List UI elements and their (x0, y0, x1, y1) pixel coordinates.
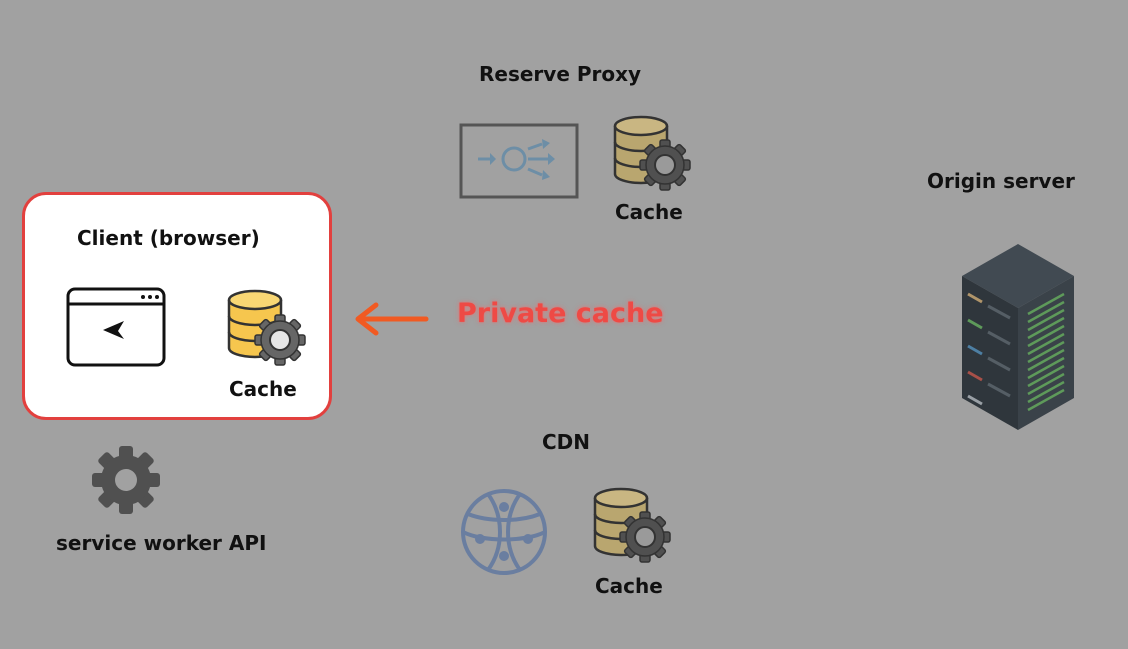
client-title: Client (browser) (77, 226, 260, 250)
reverse-proxy-title: Reserve Proxy (479, 62, 642, 86)
cdn-cache-label: Cache (595, 574, 663, 598)
private-cache-label: Private cache (457, 298, 664, 329)
origin-server-title: Origin server (927, 169, 1075, 193)
proxy-cache-label: Cache (615, 200, 683, 224)
client-cache-label: Cache (229, 377, 297, 401)
cdn-title: CDN (542, 430, 591, 454)
proxy-cache-database-gear-icon (613, 115, 691, 191)
server-rack-icon (962, 244, 1074, 430)
load-balancer-icon (459, 123, 579, 199)
service-worker-gear-icon (92, 446, 160, 514)
globe-network-icon (461, 489, 547, 575)
cdn-cache-database-gear-icon (593, 487, 671, 563)
service-worker-label: service worker API (56, 531, 267, 555)
browser-window-icon (66, 287, 166, 367)
client-cache-database-gear-icon (227, 289, 306, 366)
left-arrow-icon (355, 302, 429, 336)
